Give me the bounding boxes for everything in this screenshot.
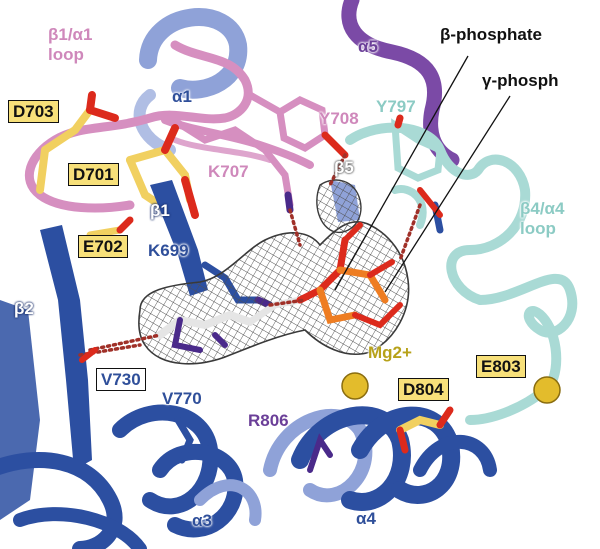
callout-lines: [334, 55, 511, 293]
d804-side-chain: [396, 406, 454, 454]
mg-ion-2: [533, 376, 561, 404]
beta1-alpha1-loop-label-line1: β1/α1: [48, 25, 93, 44]
beta4-alpha4-loop-label-line1: β4/α4: [520, 199, 565, 218]
alpha3-helix: [0, 404, 262, 549]
k707-label: K707: [208, 162, 249, 181]
v770-label: V770: [162, 389, 202, 408]
k707-side-chain: [166, 114, 294, 214]
d703-label: D703: [8, 100, 59, 123]
beta4-alpha4-loop-label: β4/α4 loop: [520, 200, 564, 237]
v770-side-chain: [174, 416, 194, 464]
hydrogen-bonds: [78, 153, 422, 357]
mg-ions: [341, 372, 561, 404]
beta2-label: β2: [14, 299, 34, 318]
e803-label: E803: [476, 355, 526, 378]
e702-side-chain: [86, 216, 134, 239]
beta1-strand: [150, 180, 208, 296]
mg2-label: Mg2+: [368, 343, 412, 362]
beta5-label: β5: [334, 158, 354, 177]
d701-label: D701: [68, 163, 119, 186]
alpha1-label: α1: [172, 87, 192, 106]
alpha4-label: α4: [356, 509, 376, 528]
v730-label: V730: [96, 368, 146, 391]
beta1-alpha1-loop-label-line2: loop: [48, 45, 84, 64]
e702-label: E702: [78, 235, 128, 258]
mg-ion-1: [341, 372, 369, 400]
beta-phosphate-label: β-phosphate: [440, 25, 542, 44]
r806-side-chain: [307, 433, 333, 473]
beta1-alpha1-loop-label: β1/α1 loop: [48, 26, 92, 63]
y708-side-chain: [246, 91, 349, 159]
y708-label: Y708: [319, 109, 359, 128]
gamma-phosphate-label: γ-phosph: [482, 71, 559, 90]
d804-label: D804: [398, 378, 449, 401]
r806-label: R806: [248, 411, 289, 430]
alpha4-helix: [263, 406, 497, 511]
v730-oxygen: [79, 347, 98, 363]
beta1-label: β1: [150, 201, 170, 220]
alpha3-label: α3: [192, 511, 212, 530]
alpha5-label: α5: [358, 37, 378, 56]
y797-label: Y797: [376, 97, 416, 116]
beta4-alpha4-loop-label-line2: loop: [520, 219, 556, 238]
beta-phosphate-callout: [334, 55, 469, 291]
gamma-phosphate-callout: [384, 95, 511, 293]
d703-side-chain: [36, 91, 119, 194]
k699-label: K699: [148, 241, 189, 260]
